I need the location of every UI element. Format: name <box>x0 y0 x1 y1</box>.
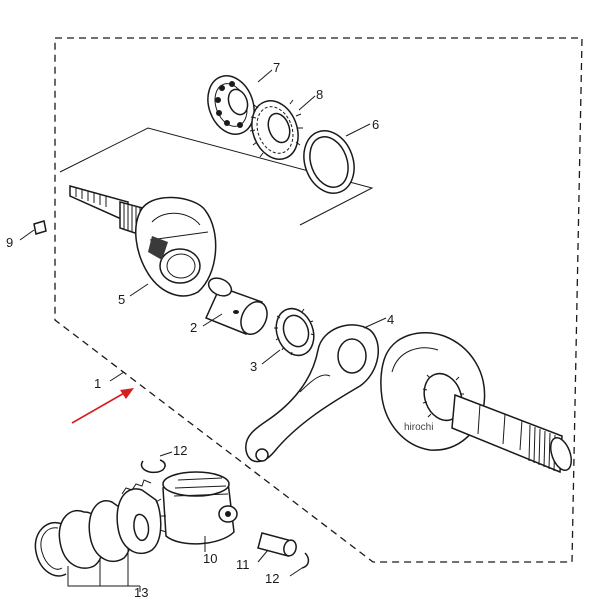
crank-pin <box>204 277 268 335</box>
circlip-lower <box>301 552 310 569</box>
subassembly-box <box>59 127 374 226</box>
callout-5: 5 <box>118 292 125 307</box>
spacer-ring <box>303 130 355 194</box>
crank-half-left <box>69 185 217 297</box>
woodruff-key <box>33 220 47 235</box>
assembly-boundary <box>54 37 583 563</box>
watermark-text: hirochi <box>404 422 433 433</box>
ball-bearing <box>207 75 255 135</box>
drive-body <box>162 471 238 545</box>
dowel-pin <box>257 532 297 557</box>
callout-3: 3 <box>250 359 257 374</box>
needle-bearing <box>274 307 315 357</box>
callout-13: 13 <box>134 585 148 600</box>
timing-gear <box>249 99 303 160</box>
callout-12-upper: 12 <box>173 443 187 458</box>
red-arrow-indicator <box>71 388 134 424</box>
callout-10: 10 <box>203 551 217 566</box>
connecting-rod <box>245 324 379 463</box>
callout-2: 2 <box>190 320 197 335</box>
callout-7: 7 <box>273 60 280 75</box>
crank-half-right <box>380 331 573 474</box>
callout-6: 6 <box>372 117 379 132</box>
callout-9: 9 <box>6 235 13 250</box>
callout-12-lower: 12 <box>265 571 279 586</box>
circlip-upper <box>140 459 166 474</box>
callout-4: 4 <box>387 312 394 327</box>
callout-11: 11 <box>236 557 250 572</box>
callout-1: 1 <box>94 376 101 391</box>
ring-set <box>34 479 167 577</box>
leader-lines <box>19 69 387 592</box>
callout-8: 8 <box>316 87 323 102</box>
